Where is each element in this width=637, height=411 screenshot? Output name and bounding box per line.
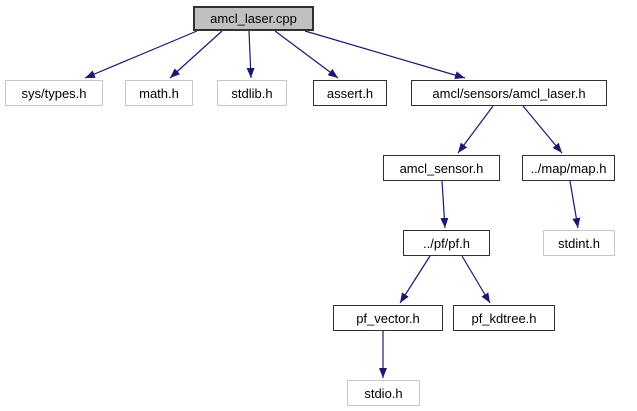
edge-pf-to-pf-kdtree xyxy=(461,255,491,304)
node-stdlib-h: stdlib.h xyxy=(217,80,287,106)
node-pf-kdtree-h[interactable]: pf_kdtree.h xyxy=(453,305,555,331)
edge-map-to-stdint xyxy=(569,180,581,229)
node-amcl-sensors-amcl-laser-h[interactable]: amcl/sensors/amcl_laser.h xyxy=(411,80,607,106)
edge-sensor-to-pf xyxy=(440,180,449,229)
node-pf-pf-h[interactable]: ../pf/pf.h xyxy=(403,230,490,256)
edge-pf-to-pf-vector xyxy=(399,255,431,304)
edge-cpp-to-assert xyxy=(274,30,339,79)
node-assert-h[interactable]: assert.h xyxy=(313,80,387,106)
node-amcl-sensor-h[interactable]: amcl_sensor.h xyxy=(383,155,500,181)
node-map-map-h[interactable]: ../map/map.h xyxy=(522,155,615,181)
node-amcl-laser-cpp: amcl_laser.cpp xyxy=(193,6,314,31)
node-pf-vector-h[interactable]: pf_vector.h xyxy=(333,305,443,331)
node-stdint-h: stdint.h xyxy=(543,230,615,256)
edge-cpp-to-math xyxy=(169,30,223,79)
node-sys-types-h: sys/types.h xyxy=(5,80,103,106)
edge-laser-h-to-map xyxy=(522,105,563,154)
edge-laser-h-to-sensor xyxy=(457,105,494,154)
edge-cpp-to-amcl-laser-h xyxy=(304,30,466,80)
node-stdio-h: stdio.h xyxy=(347,380,420,406)
edge-cpp-to-sys-types xyxy=(84,30,198,79)
edge-cpp-to-stdlib xyxy=(246,30,255,79)
node-math-h: math.h xyxy=(125,80,193,106)
